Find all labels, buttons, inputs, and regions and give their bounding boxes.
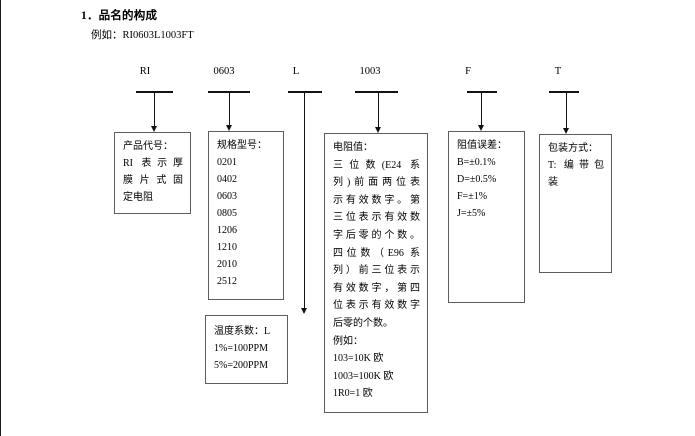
connector-line-resistance	[377, 92, 379, 127]
text-line: RI 表示厚	[123, 158, 183, 169]
segment-label-tolerance: F	[465, 66, 471, 77]
text-line: B=±0.1%	[457, 157, 496, 168]
box-product-code: 产品代号： RI 表示厚膜片式固定电阻	[114, 132, 191, 214]
text-line: 四位数（E96 系	[333, 247, 420, 259]
text-line: 装	[548, 177, 558, 188]
text-line: 1003=100K 欧	[333, 370, 394, 382]
text-line: 1%=100PPM	[214, 343, 268, 354]
box-size-code: 规格型号： 0201 0402 0603 0805 1206 1210 2010 2512	[208, 131, 284, 300]
box-resistance-value: 电阻值： 三位数(E24 系列)前面两位表示有效数字。第三位表示有效数字后零的个数…	[324, 133, 428, 413]
text-line: 阻值误差：	[457, 140, 507, 151]
text-line: 温度系数：L	[214, 326, 271, 337]
segment-label-temp-coefficient: L	[292, 66, 300, 77]
connector-line-size-code	[228, 92, 230, 125]
text-line: 包装方式：	[548, 143, 598, 154]
box-packaging: 包装方式： T: 编带包装	[539, 134, 612, 273]
text-line: 2512	[217, 276, 237, 287]
connector-bar-resistance	[355, 91, 398, 93]
segment-label-packaging: T	[554, 66, 562, 77]
text-line: 三位数(E24 系	[333, 159, 420, 171]
page-title: 1．品名的构成	[81, 10, 158, 22]
connector-arrow-tolerance	[478, 125, 484, 131]
text-line: 0805	[217, 208, 237, 219]
text-line: 产品代号：	[123, 141, 173, 152]
text-line: F=±1%	[457, 191, 488, 202]
connector-line-temp-coefficient	[303, 92, 305, 308]
text-line: 0402	[217, 174, 237, 185]
text-line: 2010	[217, 259, 237, 270]
segment-label-resistance: 1003	[359, 66, 381, 77]
text-line: 列)前面两位表	[333, 177, 420, 189]
text-line: 1210	[217, 242, 237, 253]
connector-arrow-packaging	[563, 128, 569, 134]
connector-line-product-code	[153, 92, 155, 126]
text-line: 0201	[217, 157, 237, 168]
connector-arrow-size-code	[225, 125, 232, 131]
page-edge-rule	[0, 0, 1, 436]
text-line: J=±5%	[457, 208, 486, 219]
text-line: 电阻值：	[333, 142, 373, 153]
box-tolerance: 阻值误差： B=±0.1% D=±0.5% F=±1% J=±5%	[448, 131, 525, 303]
text-line: 膜片式固	[123, 175, 183, 186]
segment-label-size-code: 0603	[213, 66, 235, 77]
text-line: 后零的个数。	[333, 317, 393, 329]
text-line: 例如：	[333, 335, 363, 347]
text-line: 0603	[217, 191, 237, 202]
connector-line-packaging	[566, 92, 568, 128]
connector-bar-temp-coefficient	[288, 91, 322, 93]
text-line: 103=10K 欧	[333, 353, 384, 365]
example-part-number: 例如：RI0603L1003FT	[91, 30, 194, 41]
text-line: 位表示有效数字	[333, 300, 420, 312]
connector-bar-packaging	[549, 91, 579, 93]
text-line: 三位表示有效数	[333, 212, 420, 224]
text-line: 1206	[217, 225, 237, 236]
text-line: 示有效数字。第	[333, 194, 420, 206]
text-line: T: 编带包	[548, 160, 604, 171]
connector-arrow-product-code	[150, 126, 157, 132]
connector-line-tolerance	[481, 92, 483, 125]
box-temperature-coefficient: 温度系数：L 1%=100PPM 5%=200PPM	[205, 315, 288, 384]
text-line: 1R0=1 欧	[333, 388, 373, 400]
text-line: 定电阻	[123, 192, 153, 203]
segment-label-product-code: RI	[139, 66, 151, 77]
text-line: D=±0.5%	[457, 174, 497, 185]
connector-arrow-resistance	[374, 127, 381, 133]
text-line: 5%=200PPM	[214, 360, 268, 371]
connector-arrow-temp-coefficient	[300, 308, 307, 314]
text-line: 字后零的个数。	[333, 229, 420, 241]
text-line: 规格型号：	[217, 140, 267, 151]
text-line: 有效数字，第四	[333, 282, 420, 294]
text-line: 列）前三位表示	[333, 265, 420, 277]
